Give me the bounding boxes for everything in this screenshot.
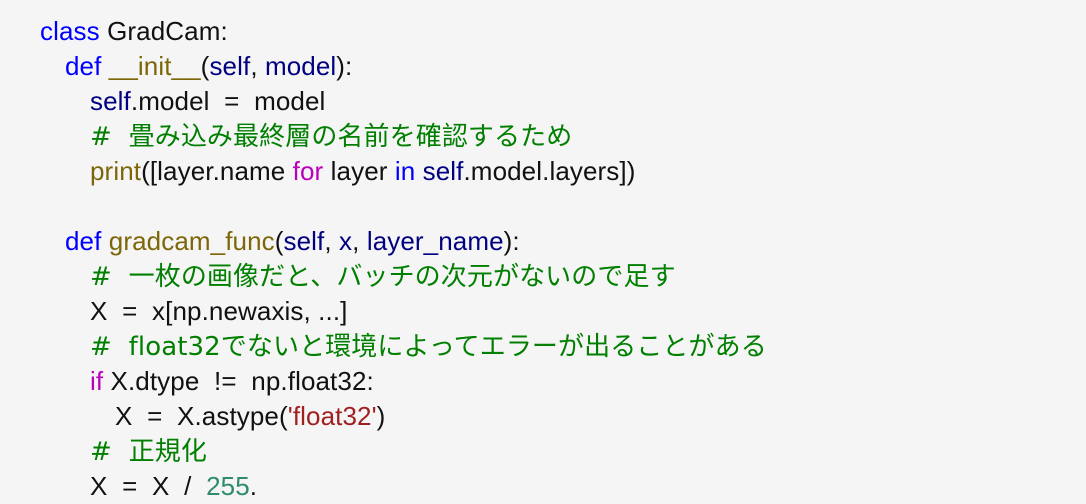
- code-line: X = X / 255.: [0, 469, 1086, 504]
- code-token-self: self: [90, 86, 131, 116]
- code-token-fn: gradcam_func: [108, 226, 275, 256]
- code-token-comment: # 正規化: [90, 437, 207, 467]
- code-line: if X.dtype != np.float32:: [0, 364, 1086, 399]
- code-token-num: 255: [206, 471, 250, 501]
- code-token-plain: X = x[np.newaxis, ...]: [90, 296, 348, 326]
- code-token-plain: layer: [323, 156, 395, 186]
- code-line: # 一枚の画像だと、バッチの次元がないので足す: [0, 259, 1086, 294]
- code-token-kw2: if: [90, 366, 104, 396]
- code-token-param: x: [339, 226, 353, 256]
- code-token-plain: X.dtype != np.float32:: [103, 366, 374, 396]
- code-token-plain: [101, 226, 108, 256]
- code-token-plain: ):: [336, 51, 353, 81]
- code-token-plain: X = X.astype(: [115, 401, 288, 431]
- code-token-plain: (: [200, 51, 210, 81]
- code-token-self: self: [422, 156, 464, 186]
- code-token-plain: X = X /: [90, 471, 207, 501]
- code-token-plain: ,: [250, 51, 265, 81]
- code-token-plain: .model.layers]): [463, 156, 636, 186]
- code-token-string: 'float32': [287, 401, 377, 431]
- code-token-plain: ([layer.name: [141, 156, 293, 186]
- code-token-comment: # 畳み込み最終層の名前を確認するため: [90, 122, 573, 152]
- code-token-plain: [101, 51, 108, 81]
- code-token-plain: ): [376, 401, 386, 431]
- code-token-plain: ,: [324, 226, 340, 256]
- code-line: # 畳み込み最終層の名前を確認するため: [0, 119, 1086, 154]
- code-token-fn: print: [90, 156, 142, 186]
- code-token-plain: .model = model: [130, 86, 326, 116]
- code-token-plain: ,: [352, 226, 367, 256]
- code-line: def __init__(self, model):: [0, 49, 1086, 84]
- code-token-kw2: for: [292, 156, 324, 186]
- code-token-kw: in: [394, 156, 416, 186]
- code-line-blank: [0, 189, 1086, 224]
- code-token-plain: [415, 156, 422, 186]
- code-token-param: model: [264, 51, 337, 81]
- code-token-kw: def: [65, 226, 102, 256]
- code-token-fn: __init__: [108, 51, 201, 81]
- code-token-plain: GradCam: [107, 16, 221, 46]
- code-token-plain: .: [249, 471, 258, 501]
- code-line: class GradCam:: [0, 14, 1086, 49]
- code-token-kw: def: [65, 51, 102, 81]
- code-token-comment: # float32でないと環境によってエラーが出ることがある: [90, 332, 767, 362]
- code-line: def gradcam_func(self, x, layer_name):: [0, 224, 1086, 259]
- code-token-self: self: [283, 226, 325, 256]
- code-token-plain: :: [220, 16, 228, 46]
- code-line: X = X.astype('float32'): [0, 399, 1086, 434]
- code-line: self.model = model: [0, 84, 1086, 119]
- code-line: # 正規化: [0, 434, 1086, 469]
- code-line: print([layer.name for layer in self.mode…: [0, 154, 1086, 189]
- code-token-param: layer_name: [366, 226, 504, 256]
- code-token-self: self: [209, 51, 251, 81]
- code-token-plain: [100, 16, 107, 46]
- code-line: # float32でないと環境によってエラーが出ることがある: [0, 329, 1086, 364]
- code-token-kw: class: [40, 16, 100, 46]
- code-token-plain: (: [274, 226, 284, 256]
- code-token-plain: ):: [503, 226, 520, 256]
- code-line: X = x[np.newaxis, ...]: [0, 294, 1086, 329]
- code-token-comment: # 一枚の画像だと、バッチの次元がないので足す: [90, 262, 676, 292]
